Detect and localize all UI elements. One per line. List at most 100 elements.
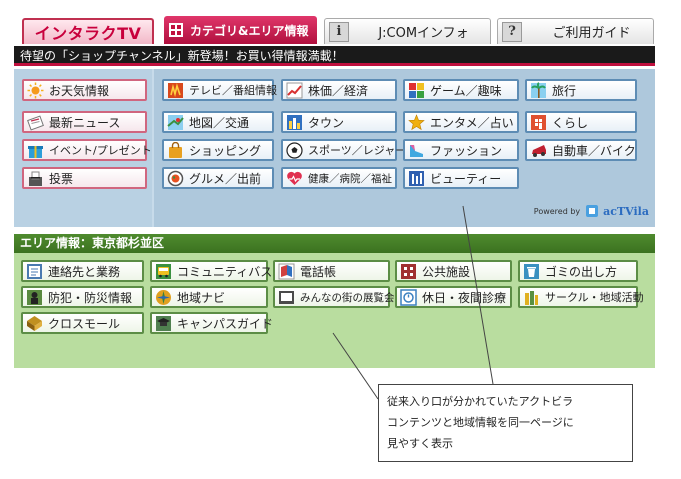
category-fashion-label: ファッション <box>430 143 503 158</box>
callout-line-2: コンテンツと地域情報を同一ページに <box>387 416 574 429</box>
bus-icon <box>155 263 172 280</box>
area-circle-activity-button[interactable]: サークル・地域活動 <box>518 286 644 308</box>
category-shopping-button[interactable]: ショッピング <box>162 139 274 161</box>
category-living-button[interactable]: くらし <box>525 111 637 133</box>
tab-jcom-info[interactable]: i J:COMインフォ <box>324 18 491 44</box>
area-safety-button[interactable]: 防犯・防災情報 <box>21 286 144 308</box>
car-icon <box>530 142 547 159</box>
area-community-bus-button[interactable]: コミュニティバス <box>150 260 272 282</box>
map-icon <box>167 114 184 131</box>
tab-guide-label: ご利用ガイド <box>552 26 631 41</box>
actvila-brand-text: acTVila <box>603 204 649 218</box>
interactv-logo-text: インタラクTV <box>34 24 142 43</box>
category-travel-button[interactable]: 旅行 <box>525 79 637 101</box>
cross-mall-icon <box>26 315 43 332</box>
category-event-button[interactable]: イベント/プレゼント <box>22 139 152 161</box>
area-info-title: エリア情報：東京都杉並区 <box>14 234 655 253</box>
category-event-label: イベント/プレゼント <box>49 144 152 157</box>
trash-icon <box>523 263 540 280</box>
area-night-clinic-label: 休日・夜間診療 <box>422 290 507 305</box>
town-icon <box>286 114 303 131</box>
area-community-bus-label: コミュニティバス <box>177 264 273 279</box>
area-garbage-button[interactable]: ゴミの出し方 <box>518 260 638 282</box>
powered-by-text: Powered by <box>533 206 581 216</box>
contact-icon <box>26 263 43 280</box>
category-entertainment-button[interactable]: エンタメ／占い <box>403 111 519 133</box>
house-icon <box>530 114 547 131</box>
tab-category-label: カテゴリ&エリア情報 <box>190 23 309 38</box>
category-game-label: ゲーム／趣味 <box>430 83 502 98</box>
campus-icon <box>155 315 172 332</box>
category-tv-button[interactable]: テレビ／番組情報 <box>162 79 277 101</box>
navi-icon <box>155 289 172 306</box>
category-travel-label: 旅行 <box>552 83 577 98</box>
area-safety-label: 防犯・防災情報 <box>48 290 133 305</box>
circle-activity-icon <box>523 289 540 306</box>
facility-icon <box>400 263 417 280</box>
newspaper-icon <box>27 114 44 131</box>
top-tab-bar: インタラクTV カテゴリ&エリア情報 i J:COMインフォ ? ご利用ガイド <box>14 14 655 46</box>
category-fashion-button[interactable]: ファッション <box>403 139 519 161</box>
area-campus-guide-button[interactable]: キャンパスガイド <box>150 312 273 334</box>
category-health-button[interactable]: 健康／病院／福祉 <box>281 167 397 189</box>
announcement-text: 待望の「ショップチャンネル」新登場！お買い得情報満載！ <box>20 49 344 63</box>
safety-icon <box>26 289 43 306</box>
category-health-label: 健康／病院／福祉 <box>308 172 392 185</box>
category-map-button[interactable]: 地図／交通 <box>162 111 274 133</box>
area-public-facility-button[interactable]: 公共施設 <box>395 260 512 282</box>
category-sports-button[interactable]: スポーツ／レジャー <box>281 139 406 161</box>
info-icon: i <box>329 21 349 42</box>
help-icon: ? <box>502 21 522 42</box>
food-icon <box>167 170 184 187</box>
category-weather-label: お天気情報 <box>49 83 110 98</box>
category-gourmet-button[interactable]: グルメ／出前 <box>162 167 274 189</box>
palm-tree-icon <box>530 81 547 99</box>
announcement-bar[interactable]: 待望の「ショップチャンネル」新登場！お買い得情報満載！ <box>14 46 655 66</box>
powered-by-actvila[interactable]: Powered by acTVila <box>534 203 649 219</box>
actvila-logo-icon <box>584 203 600 219</box>
area-phonebook-button[interactable]: 電話帳 <box>273 260 390 282</box>
category-map-label: 地図／交通 <box>189 115 250 130</box>
area-campus-guide-label: キャンパスガイド <box>177 316 274 331</box>
beauty-icon <box>408 170 425 187</box>
soccer-ball-icon <box>286 141 303 159</box>
category-vote-button[interactable]: 投票 <box>22 167 147 189</box>
game-icon <box>408 82 425 99</box>
shoe-icon <box>408 142 425 159</box>
gift-icon <box>27 142 44 159</box>
heart-icon <box>286 170 303 187</box>
category-stocks-button[interactable]: 株価／経済 <box>281 79 397 101</box>
sun-icon <box>27 82 44 99</box>
area-night-clinic-button[interactable]: 休日・夜間診療 <box>395 286 512 308</box>
medical-icon <box>400 288 417 306</box>
category-living-label: くらし <box>552 115 589 130</box>
area-cross-mall-button[interactable]: クロスモール <box>21 312 144 334</box>
category-weather-button[interactable]: お天気情報 <box>22 79 147 101</box>
interactv-logo-tab[interactable]: インタラクTV <box>22 18 154 44</box>
category-beauty-button[interactable]: ビューティー <box>403 167 519 189</box>
area-phonebook-label: 電話帳 <box>300 264 337 279</box>
category-gourmet-label: グルメ／出前 <box>189 171 262 186</box>
category-news-label: 最新ニュース <box>49 115 121 130</box>
area-navi-button[interactable]: 地域ナビ <box>150 286 268 308</box>
phonebook-icon <box>278 263 295 280</box>
callout-line-1: 従来入り口が分かれていたアクトビラ <box>387 395 574 408</box>
area-public-facility-label: 公共施設 <box>422 264 471 279</box>
tv-icon <box>167 82 184 99</box>
area-contact-button[interactable]: 連絡先と業務 <box>21 260 144 282</box>
category-sports-label: スポーツ／レジャー <box>308 144 407 157</box>
exhibition-icon <box>278 289 295 306</box>
category-tv-label: テレビ／番組情報 <box>189 84 277 97</box>
category-game-button[interactable]: ゲーム／趣味 <box>403 79 519 101</box>
category-news-button[interactable]: 最新ニュース <box>22 111 147 133</box>
tab-usage-guide[interactable]: ? ご利用ガイド <box>497 18 654 44</box>
category-car-button[interactable]: 自動車／バイク <box>525 139 637 161</box>
area-exhibition-button[interactable]: みんなの街の展覧会 <box>273 286 395 308</box>
area-contact-label: 連絡先と業務 <box>48 264 121 279</box>
shopping-bag-icon <box>167 141 184 159</box>
category-shopping-label: ショッピング <box>189 143 262 158</box>
category-town-button[interactable]: タウン <box>281 111 397 133</box>
tab-category-area[interactable]: カテゴリ&エリア情報 <box>164 16 317 44</box>
area-garbage-label: ゴミの出し方 <box>545 264 618 279</box>
